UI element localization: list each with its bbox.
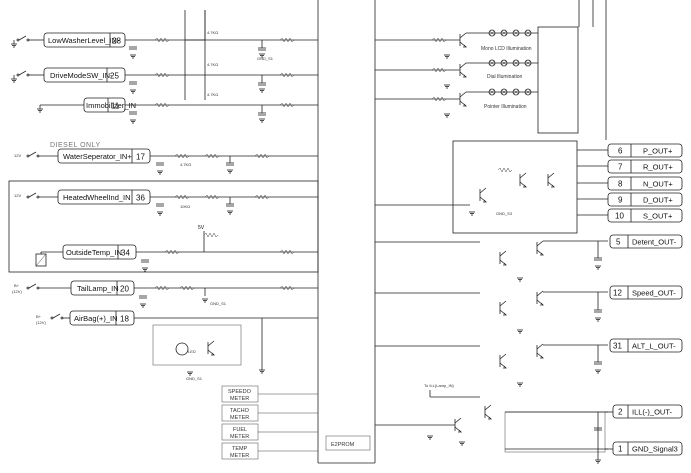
pin-number-34: 34 bbox=[121, 249, 130, 258]
diesel-only-note: DIESEL ONLY bbox=[50, 142, 101, 149]
gnd-label: GND_S1 bbox=[186, 376, 203, 381]
pin-number-17: 17 bbox=[136, 153, 145, 162]
pin-number-36: 36 bbox=[136, 194, 145, 203]
input-row-airbag: B+ (12V) AirBag(+)_IN 18 LED GND_S1 bbox=[36, 310, 318, 381]
input-row-tail-lamp: B+ (12V) TailLamp_IN 20 GND_S1 bbox=[12, 280, 318, 308]
input-row-outside-temp: 5V OutsideTemp_IN 34 bbox=[35, 225, 318, 272]
resistor-value: 4.7KΩ bbox=[207, 92, 218, 97]
supply-label: B+ bbox=[36, 314, 42, 319]
input-label-outside-temp: OutsideTemp_IN bbox=[66, 248, 122, 257]
input-row-water-separator: 12V WaterSeperator_IN+ 17 4.7KΩ bbox=[14, 148, 318, 175]
voltage-5v-label: 5V bbox=[198, 225, 205, 231]
input-row-immobilizer: Immobilizer_IN 11 4.7KΩ bbox=[36, 92, 318, 124]
to-ill-label: To ILL(Lamp_IN) bbox=[424, 383, 454, 388]
resistor-value: 10KΩ bbox=[180, 204, 190, 209]
input-label-immobilizer: Immobilizer_IN bbox=[86, 101, 136, 110]
meter-group: SPEEDO METER TACHO METER FUEL METER TEMP… bbox=[221, 385, 318, 460]
output-label: ALT_L_OUT- bbox=[632, 342, 676, 351]
input-row-drive-mode: DriveModeSW_IN- 25 4.7KΩ bbox=[10, 62, 318, 94]
illumination-block: Mono LCD Illumination Dial Illumination … bbox=[375, 0, 607, 140]
supply-label: B+ bbox=[14, 283, 20, 288]
output-label: GND_Signal3 bbox=[632, 445, 678, 454]
output-pin: 12 bbox=[613, 289, 622, 298]
alt-driver bbox=[375, 343, 608, 387]
output-label: ILL(-)_OUT- bbox=[632, 408, 673, 417]
pin-number-28: 28 bbox=[112, 37, 121, 46]
supply-label: (12V) bbox=[36, 320, 46, 325]
gnd-label: GND_S1 bbox=[257, 56, 274, 61]
meter-label: SPEEDO bbox=[228, 389, 252, 395]
gnd-label: GND_S3 bbox=[496, 211, 513, 216]
supply-label: 12V bbox=[14, 193, 21, 198]
led-label: LED bbox=[188, 349, 196, 354]
e2prom-label: E2PROM bbox=[331, 442, 355, 448]
resistor-value: 4.7KΩ bbox=[207, 62, 218, 67]
ill-driver: To ILL(Lamp_IN) bbox=[375, 383, 608, 464]
input-label-drive-mode: DriveModeSW_IN- bbox=[50, 71, 113, 80]
output-label: Speed_OUT- bbox=[632, 289, 676, 298]
output-pin: 2 bbox=[618, 408, 623, 417]
output-label: R_OUT+ bbox=[643, 163, 673, 172]
output-pin: 31 bbox=[613, 342, 622, 351]
input-label-tail-lamp: TailLamp_IN bbox=[77, 284, 119, 293]
meter-label: TEMP bbox=[232, 446, 248, 452]
output-label: S_OUT+ bbox=[643, 212, 673, 221]
output-pin: 1 bbox=[618, 445, 623, 454]
illumination-label: Mono LCD Illumination bbox=[481, 46, 532, 52]
output-label: D_OUT+ bbox=[643, 196, 673, 205]
meter-label: FUEL bbox=[233, 427, 247, 433]
output-label: Detent_OUT- bbox=[632, 238, 677, 247]
output-connectors: 6 P_OUT+ 7 R_OUT+ 8 N_OUT+ 9 D_OUT+ 10 S… bbox=[577, 143, 683, 456]
speed-driver bbox=[375, 290, 608, 334]
input-row-heated-wheel: 12V HeatedWheelInd_IN 36 10KΩ bbox=[14, 189, 318, 216]
pin-number-20: 20 bbox=[120, 285, 129, 294]
output-pin: 6 bbox=[618, 147, 623, 156]
output-pin: 7 bbox=[618, 163, 623, 172]
illumination-label: Dial Illumination bbox=[487, 74, 523, 80]
supply-label: 12V bbox=[14, 153, 21, 158]
supply-label: (12V) bbox=[12, 289, 22, 294]
meter-label: METER bbox=[230, 453, 249, 459]
meter-label: METER bbox=[230, 415, 249, 421]
detent-driver bbox=[375, 240, 608, 282]
input-label-water-separator: WaterSeperator_IN+ bbox=[63, 152, 132, 161]
output-pin: 9 bbox=[618, 196, 623, 205]
output-label: P_OUT+ bbox=[643, 147, 673, 156]
output-pin: 8 bbox=[618, 180, 623, 189]
meter-label: TACHO bbox=[230, 408, 250, 414]
input-label-airbag: AirBag(+)_IN bbox=[74, 314, 118, 323]
pin-number-11: 11 bbox=[111, 102, 120, 111]
pin-number-25: 25 bbox=[110, 72, 119, 81]
pin-number-18: 18 bbox=[120, 315, 129, 324]
illumination-label: Pointer Illumination bbox=[484, 104, 527, 110]
gnd-label: GND_S1 bbox=[210, 301, 227, 306]
input-label-low-washer: LowWasherLevel_IN- bbox=[48, 36, 120, 45]
output-pin: 5 bbox=[616, 238, 621, 247]
input-row-low-washer: LowWasherLevel_IN- 28 GND_S1 4.7KΩ bbox=[10, 10, 318, 61]
output-pin: 10 bbox=[615, 212, 624, 221]
meter-label: METER bbox=[230, 434, 249, 440]
resistor-value: 4.7KΩ bbox=[180, 162, 191, 167]
input-label-heated-wheel: HeatedWheelInd_IN bbox=[63, 193, 131, 202]
output-label: N_OUT+ bbox=[643, 180, 673, 189]
resistor-value: 4.7KΩ bbox=[207, 30, 218, 35]
meter-label: METER bbox=[230, 396, 249, 402]
